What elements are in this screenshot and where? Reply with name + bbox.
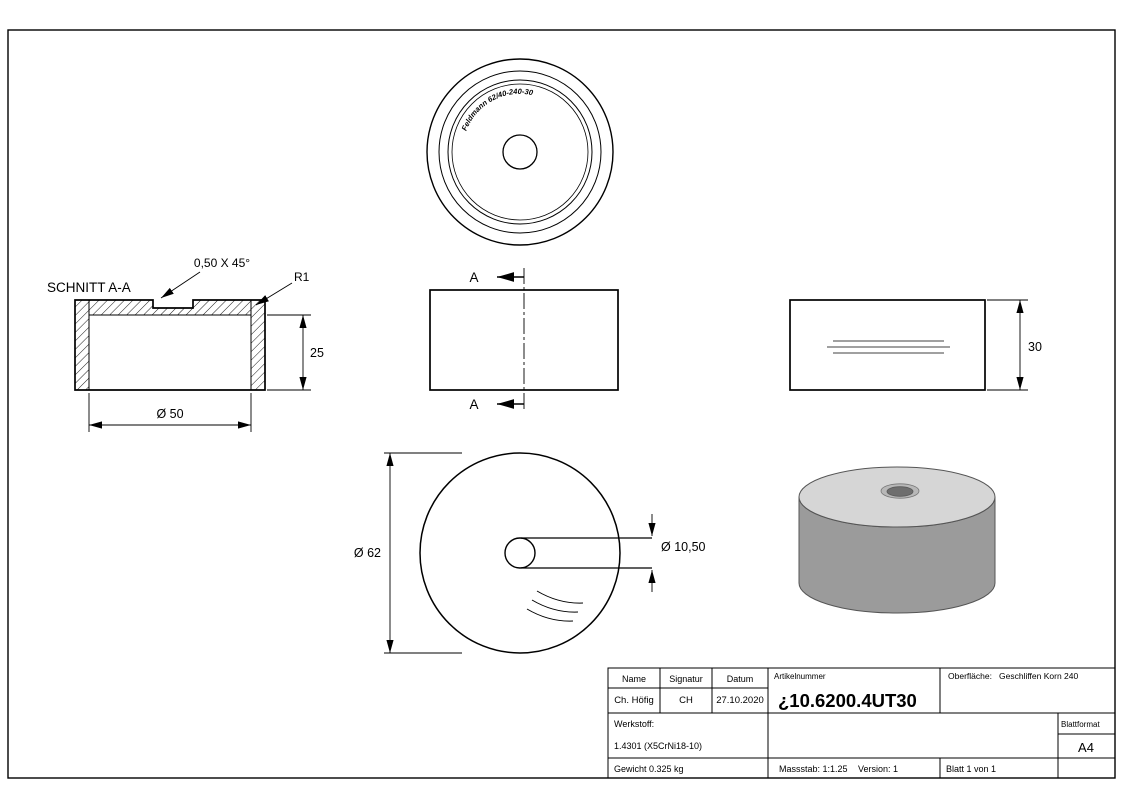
top-view-ring-2 bbox=[447, 79, 593, 225]
value-datum: 27.10.2020 bbox=[716, 695, 764, 706]
section-hatch-left-wall bbox=[74, 299, 90, 391]
bottom-view-outer-circle bbox=[419, 452, 621, 654]
title-block-outline bbox=[607, 667, 1116, 779]
section-title: SCHNITT A-A bbox=[47, 280, 131, 295]
cut-label-top: A bbox=[469, 270, 478, 285]
value-artikelnummer: ¿10.6200.4UT30 bbox=[778, 690, 917, 711]
value-oberflaeche: Geschliffen Korn 240 bbox=[999, 671, 1078, 681]
height-dim-25: 25 bbox=[310, 346, 324, 360]
header-name: Name bbox=[622, 674, 646, 684]
title-block: Name Signatur Datum Ch. Höfig CH 27.10.2… bbox=[607, 667, 1116, 779]
section-hatch-right-wall bbox=[250, 299, 266, 391]
header-datum: Datum bbox=[727, 674, 754, 684]
radius-dim: R1 bbox=[294, 270, 310, 284]
outer-diameter-dim: Ø 62 bbox=[354, 546, 381, 560]
radius-leader-line bbox=[255, 282, 293, 306]
value-blattformat: A4 bbox=[1078, 740, 1094, 755]
drawing-frame bbox=[7, 29, 1116, 779]
side-view-outline bbox=[789, 299, 986, 391]
top-view-outer-circle bbox=[426, 58, 614, 246]
top-view-center-hole bbox=[502, 134, 538, 170]
section-view: SCHNITT A-A 0,50 X 45° R1 25 Ø 50 bbox=[47, 256, 324, 432]
header-artikelnummer: Artikelnummer bbox=[774, 672, 826, 681]
value-blatt: Blatt 1 von 1 bbox=[946, 764, 996, 774]
header-signatur: Signatur bbox=[669, 674, 703, 684]
header-oberflaeche: Oberfläche: bbox=[948, 671, 992, 681]
top-view: Feldmann 62/40-240-30 bbox=[426, 58, 614, 246]
value-name: Ch. Höfig bbox=[614, 695, 654, 706]
value-version: Version: 1 bbox=[858, 764, 898, 774]
cut-label-bottom: A bbox=[469, 397, 478, 412]
diameter-dim-50: Ø 50 bbox=[156, 407, 183, 421]
value-werkstoff: 1.4301 (X5CrNi18-10) bbox=[614, 741, 702, 751]
surface-finish-arc bbox=[531, 599, 579, 613]
chamfer-dim: 0,50 X 45° bbox=[194, 256, 250, 270]
top-view-ring-1 bbox=[438, 70, 602, 234]
side-view: 30 bbox=[789, 299, 1042, 391]
value-gewicht: Gewicht 0.325 kg bbox=[614, 764, 684, 774]
cylinder-hole bbox=[886, 486, 914, 497]
surface-finish-arc bbox=[526, 608, 574, 622]
iso-view bbox=[798, 466, 996, 614]
chamfer-leader-line bbox=[160, 271, 201, 299]
section-outline bbox=[74, 299, 266, 391]
height-dim-30: 30 bbox=[1028, 340, 1042, 354]
hole-diameter-dim: Ø 10,50 bbox=[661, 540, 706, 554]
top-view-ring-3 bbox=[451, 83, 589, 221]
label-werkstoff: Werkstoff: bbox=[614, 719, 654, 729]
bottom-view: Ø 10,50 Ø 62 bbox=[354, 452, 706, 654]
label-blattformat: Blattformat bbox=[1061, 720, 1100, 729]
surface-finish-arc bbox=[536, 590, 584, 604]
bottom-view-hole-circle bbox=[504, 537, 536, 569]
value-signatur: CH bbox=[679, 695, 693, 706]
front-view: A A bbox=[429, 268, 619, 412]
engraving-text: Feldmann 62/40-240-30 bbox=[460, 87, 535, 132]
value-massstab: Massstab: 1:1.25 bbox=[779, 764, 848, 774]
